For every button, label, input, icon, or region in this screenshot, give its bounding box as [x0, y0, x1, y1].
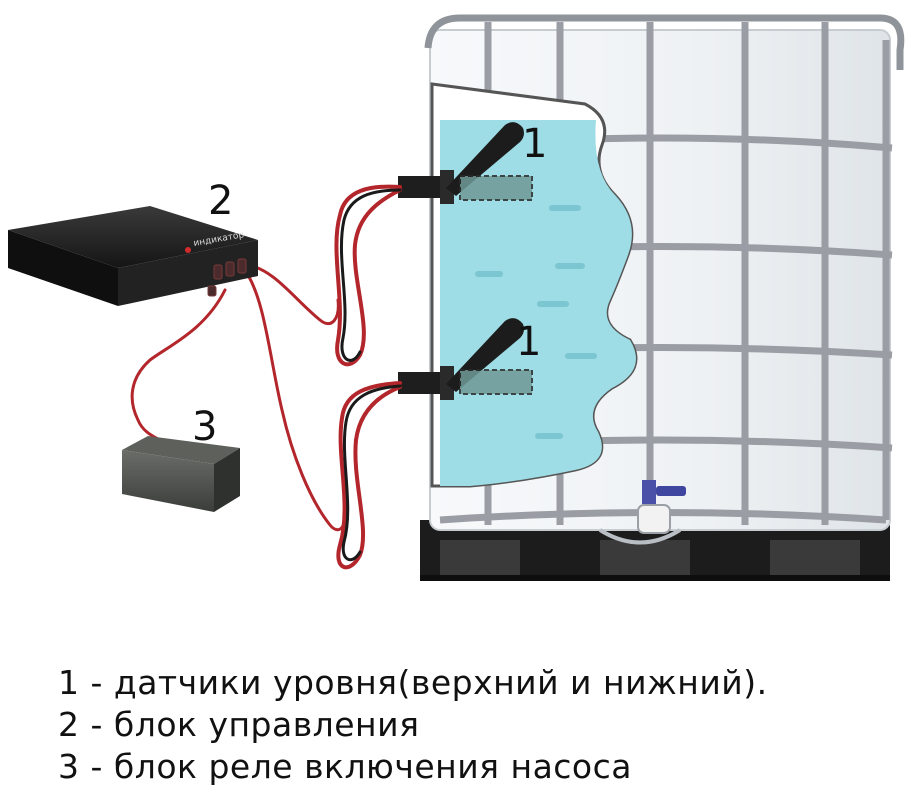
- callout-relay-unit: 3: [192, 404, 217, 450]
- relay-unit: [122, 436, 240, 512]
- lower-float-sensor: [398, 318, 533, 400]
- legend-item-sensors: 1 - датчики уровня(верхний и нижний).: [58, 663, 768, 702]
- callout-sensor-lower: 1: [516, 319, 541, 365]
- control-unit: индикатор: [8, 206, 258, 306]
- level-control-diagram: индикатор 1 1 2 3: [8, 14, 905, 581]
- legend-item-relay-unit: 3 - блок реле включения насоса: [58, 747, 632, 786]
- callout-sensor-upper: 1: [522, 121, 547, 167]
- tank-bottom-drain: [598, 528, 682, 545]
- control-unit-connectors: [207, 258, 247, 297]
- water-ripples: [475, 205, 597, 439]
- cage-top-frame: [424, 14, 905, 70]
- callout-control-unit: 2: [208, 178, 233, 224]
- legend-item-control-unit: 2 - блок управления: [58, 705, 420, 744]
- sensor-wires: [130, 184, 402, 570]
- legend: 1 - датчики уровня(верхний и нижний). 2 …: [58, 662, 898, 788]
- indicator-led: [185, 247, 191, 253]
- tank-valve: [637, 480, 686, 534]
- upper-float-sensor: [398, 122, 533, 204]
